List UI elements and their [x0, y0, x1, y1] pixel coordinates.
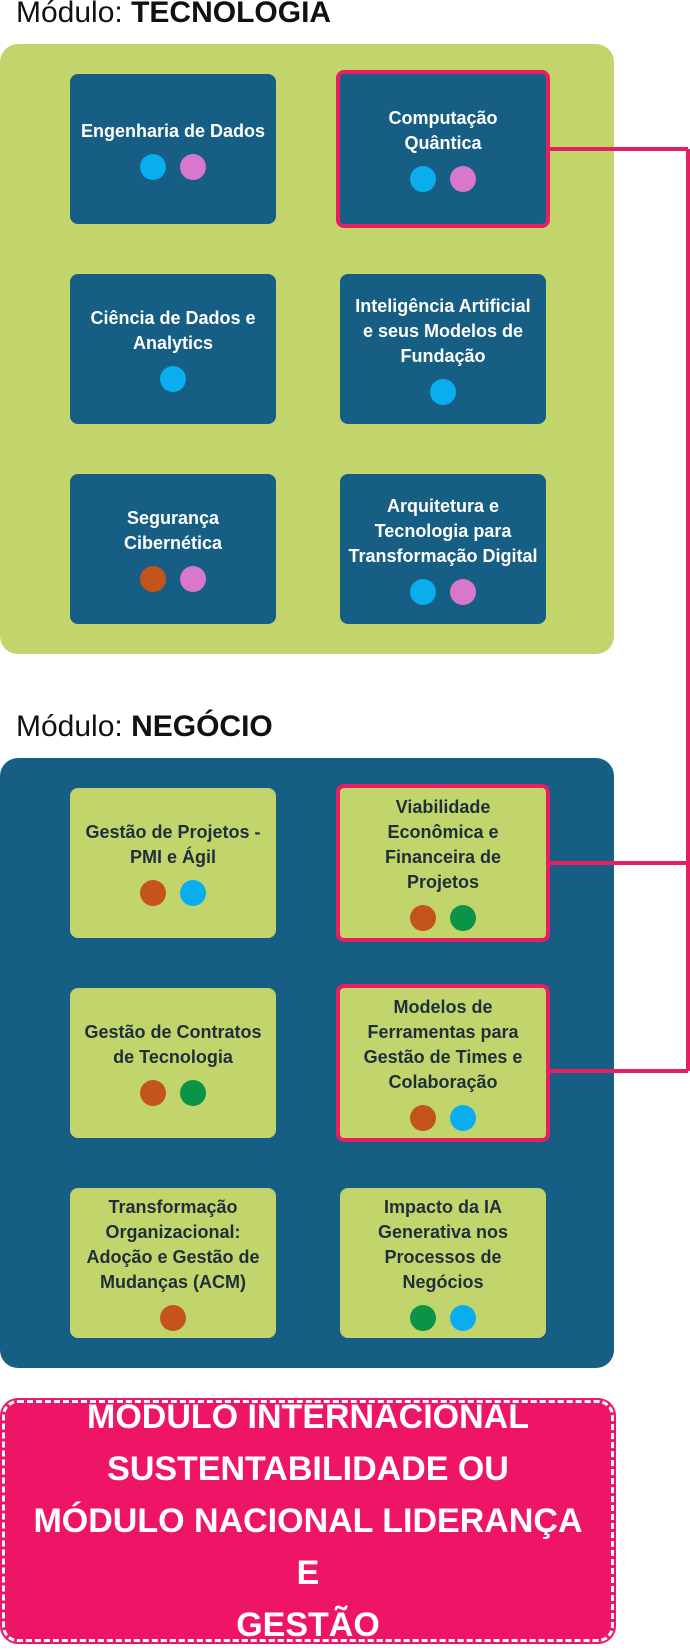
category-dot-blue	[410, 578, 436, 605]
category-dot-pink	[450, 578, 476, 605]
module-title-prefix: Módulo:	[16, 0, 132, 29]
category-dot-orange	[410, 1105, 436, 1131]
module-title-prefix: Módulo:	[16, 710, 132, 743]
course-dots	[140, 566, 206, 592]
category-dot-orange	[160, 1305, 186, 1331]
course-label: Viabilidade Econômica e Financeira de Pr…	[384, 797, 502, 892]
course-card-ciencia-de-dados[interactable]: Ciência de Dados e Analytics	[70, 274, 276, 424]
course-label: Engenharia de Dados	[80, 120, 266, 141]
category-dot-blue	[450, 1305, 476, 1331]
course-card-gestao-de-contratos[interactable]: Gestão de Contratos de Tecnologia	[70, 988, 276, 1138]
category-dot-blue	[450, 1105, 476, 1131]
module-title-name: NEGÓCIO	[131, 710, 273, 743]
course-label: Transformação Organizacional: Adoção e G…	[86, 1197, 260, 1292]
course-dots	[140, 153, 206, 180]
category-dot-blue	[160, 366, 186, 392]
course-dots	[160, 366, 186, 392]
course-dots	[140, 880, 206, 906]
category-dot-pink	[450, 166, 476, 192]
course-label: Impacto da IA Generativa nos Processos d…	[377, 1197, 509, 1292]
category-dot-pink	[180, 566, 206, 592]
international-module-text: MÓDULO INTERNACIONAL SUSTENTABILIDADE OU…	[25, 1391, 591, 1651]
course-label: Modelos de Ferramentas para Gestão de Ti…	[363, 997, 523, 1092]
international-line: SUSTENTABILIDADE OU	[107, 1450, 509, 1488]
international-line: GESTÃO	[236, 1606, 380, 1644]
course-label: Inteligência Artificial e seus Modelos d…	[355, 295, 531, 366]
international-module-box: MÓDULO INTERNACIONAL SUSTENTABILIDADE OU…	[0, 1398, 616, 1644]
international-line: MÓDULO INTERNACIONAL	[87, 1398, 529, 1436]
course-label: Ciência de Dados e Analytics	[90, 308, 256, 353]
course-label: Gestão de Contratos de Tecnologia	[84, 1022, 262, 1067]
module-title-negocio: Módulo: NEGÓCIO	[16, 710, 273, 744]
course-card-gestao-de-projetos[interactable]: Gestão de Projetos - PMI e Ágil	[70, 788, 276, 938]
course-card-engenharia-de-dados[interactable]: Engenharia de Dados	[70, 74, 276, 224]
course-dots	[140, 1080, 206, 1106]
category-dot-blue	[180, 880, 206, 906]
category-dot-green	[410, 1305, 436, 1331]
category-dot-orange	[410, 905, 436, 931]
course-card-seguranca-cibernetica[interactable]: Segurança Cibernética	[70, 474, 276, 624]
course-dots	[160, 1305, 186, 1331]
course-card-inteligencia-artificial[interactable]: Inteligência Artificial e seus Modelos d…	[340, 274, 546, 424]
category-dot-pink	[180, 153, 206, 180]
category-dot-blue	[410, 166, 436, 192]
course-dots	[410, 1305, 476, 1331]
international-line: MÓDULO NACIONAL LIDERANÇA E	[33, 1502, 583, 1592]
course-card-viabilidade-economica[interactable]: Viabilidade Econômica e Financeira de Pr…	[336, 784, 550, 942]
course-label: Segurança Cibernética	[123, 508, 223, 553]
category-dot-green	[450, 905, 476, 931]
course-card-arquitetura-e-tecnologia[interactable]: Arquitetura e Tecnologia para Transforma…	[340, 474, 546, 624]
category-dot-blue	[140, 153, 166, 180]
category-dot-blue	[430, 378, 456, 405]
tecnologia-panel: Engenharia de Dados Computação Quântica …	[0, 44, 614, 654]
course-dots	[410, 1105, 476, 1131]
course-dots	[410, 578, 476, 605]
course-card-computacao-quantica[interactable]: Computação Quântica	[336, 70, 550, 228]
course-label: Computação Quântica	[388, 108, 498, 153]
category-dot-orange	[140, 1080, 166, 1106]
category-dot-orange	[140, 880, 166, 906]
course-card-modelos-de-ferramentas[interactable]: Modelos de Ferramentas para Gestão de Ti…	[336, 984, 550, 1142]
course-dots	[430, 378, 456, 405]
negocio-panel: Gestão de Projetos - PMI e Ágil Viabilid…	[0, 758, 614, 1368]
course-label: Gestão de Projetos - PMI e Ágil	[85, 822, 261, 867]
course-dots	[410, 166, 476, 192]
course-label: Arquitetura e Tecnologia para Transforma…	[348, 495, 538, 566]
course-dots	[410, 905, 476, 931]
module-title-tecnologia: Módulo: TECNOLOGIA	[16, 0, 331, 30]
course-card-impacto-da-ia[interactable]: Impacto da IA Generativa nos Processos d…	[340, 1188, 546, 1338]
category-dot-orange	[140, 566, 166, 592]
module-title-name: TECNOLOGIA	[131, 0, 332, 29]
category-dot-green	[180, 1080, 206, 1106]
course-card-transformacao-organizacional[interactable]: Transformação Organizacional: Adoção e G…	[70, 1188, 276, 1338]
